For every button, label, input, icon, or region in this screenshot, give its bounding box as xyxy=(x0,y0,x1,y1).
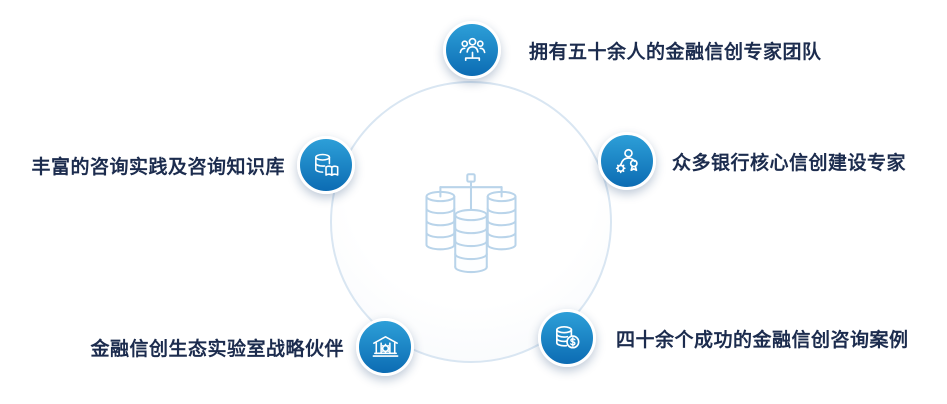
diagram-item-label: 丰富的咨询实践及咨询知识库 xyxy=(31,156,285,178)
diagram-item-label: 众多银行核心信创建设专家 xyxy=(672,152,907,174)
diagram-item-label: 四十余个成功的金融信创咨询案例 xyxy=(616,329,909,351)
diagram-item-team: 拥有五十余人的金融信创专家团队 xyxy=(443,21,822,79)
coins-dollar-icon xyxy=(538,309,596,367)
diagram-item-label: 金融信创生态实验室战略伙伴 xyxy=(90,338,344,360)
database-book-icon xyxy=(297,136,355,194)
diagram-item-knowledge: 丰富的咨询实践及咨询知识库 xyxy=(31,136,355,194)
team-icon xyxy=(443,21,501,79)
diagram-item-label: 拥有五十余人的金融信创专家团队 xyxy=(529,41,822,63)
diagram-item-lab-partner: 金融信创生态实验室战略伙伴 xyxy=(90,318,414,376)
bank-gear-icon xyxy=(356,318,414,376)
diagram-item-bank-experts: 众多银行核心信创建设专家 xyxy=(598,132,906,190)
expert-badge-gear-icon xyxy=(598,132,656,190)
diagram-item-cases: 四十余个成功的金融信创咨询案例 xyxy=(538,309,909,367)
database-cluster-icon xyxy=(420,172,522,284)
